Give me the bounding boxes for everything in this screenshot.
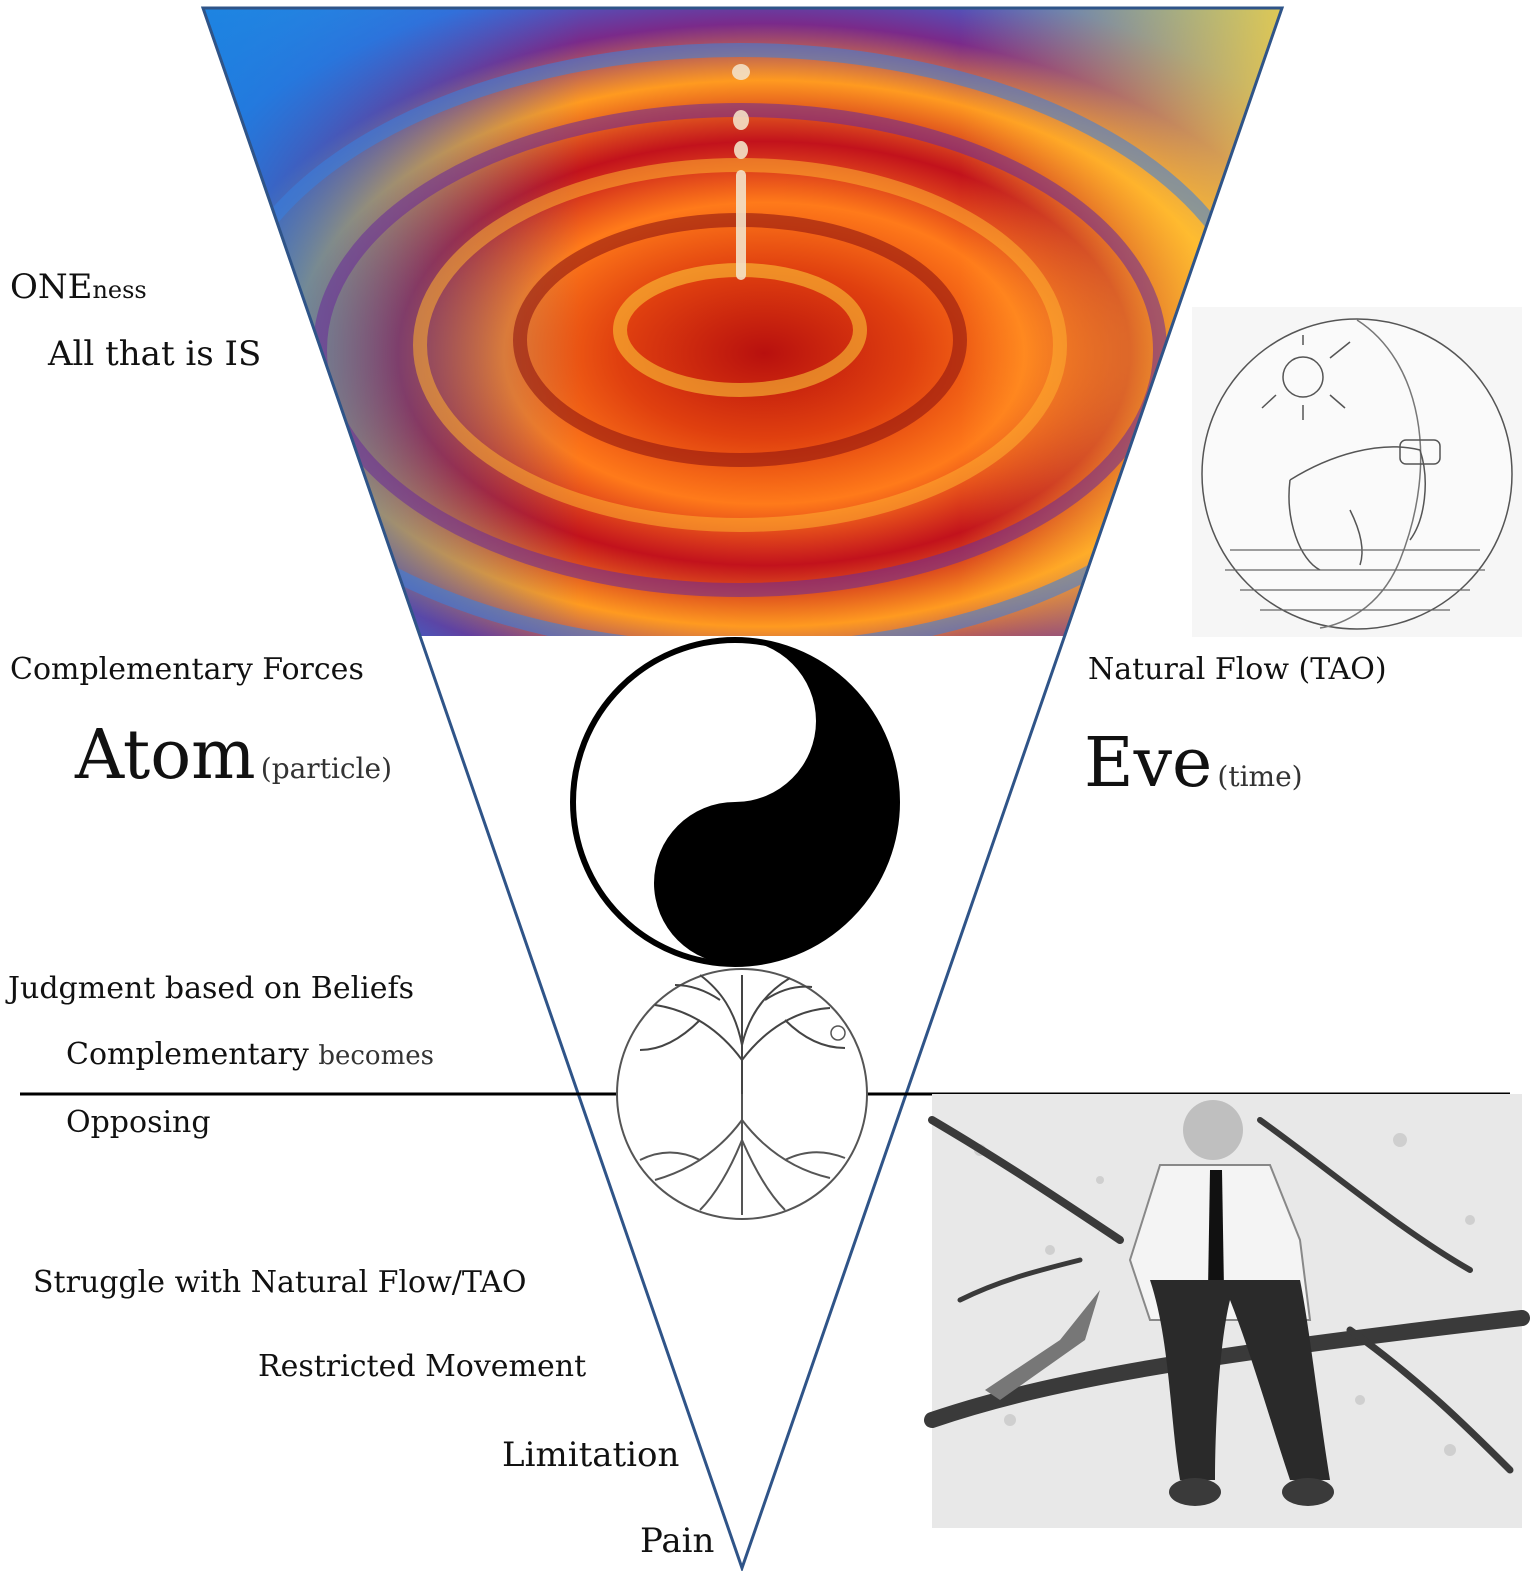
complementary-word: Complementary — [66, 1037, 309, 1072]
man-sawing-branch-image — [932, 1094, 1522, 1528]
eve-paren: (time) — [1217, 760, 1302, 793]
restricted-movement-label: Restricted Movement — [258, 1352, 586, 1382]
limitation-label: Limitation — [502, 1438, 679, 1472]
eve-label: Eve (time) — [1084, 730, 1303, 798]
all-that-is-label: All that is IS — [48, 337, 261, 371]
natural-flow-label: Natural Flow (TAO) — [1088, 655, 1387, 685]
atom-paren: (particle) — [261, 752, 392, 785]
struggle-label: Struggle with Natural Flow/TAO — [33, 1268, 527, 1298]
gardener-sketch-image — [1192, 307, 1522, 637]
oneness-main: ONE — [10, 267, 92, 307]
atom-word: Atom — [75, 716, 256, 795]
yin-yang-icon — [573, 640, 897, 964]
tree-of-life-icon — [617, 969, 867, 1219]
pain-label: Pain — [640, 1524, 714, 1558]
complementary-forces-label: Complementary Forces — [10, 655, 364, 685]
becomes-word: becomes — [318, 1041, 434, 1071]
water-ripple-image — [200, 8, 1285, 650]
opposing-label: Opposing — [66, 1108, 211, 1138]
oneness-label: ONEness — [10, 270, 147, 304]
eve-word: Eve — [1084, 724, 1212, 803]
complementary-becomes-label: Complementary becomes — [66, 1040, 434, 1070]
atom-label: Atom (particle) — [75, 722, 392, 790]
judgment-label: Judgment based on Beliefs — [8, 974, 414, 1004]
oneness-suffix: ness — [92, 276, 146, 304]
